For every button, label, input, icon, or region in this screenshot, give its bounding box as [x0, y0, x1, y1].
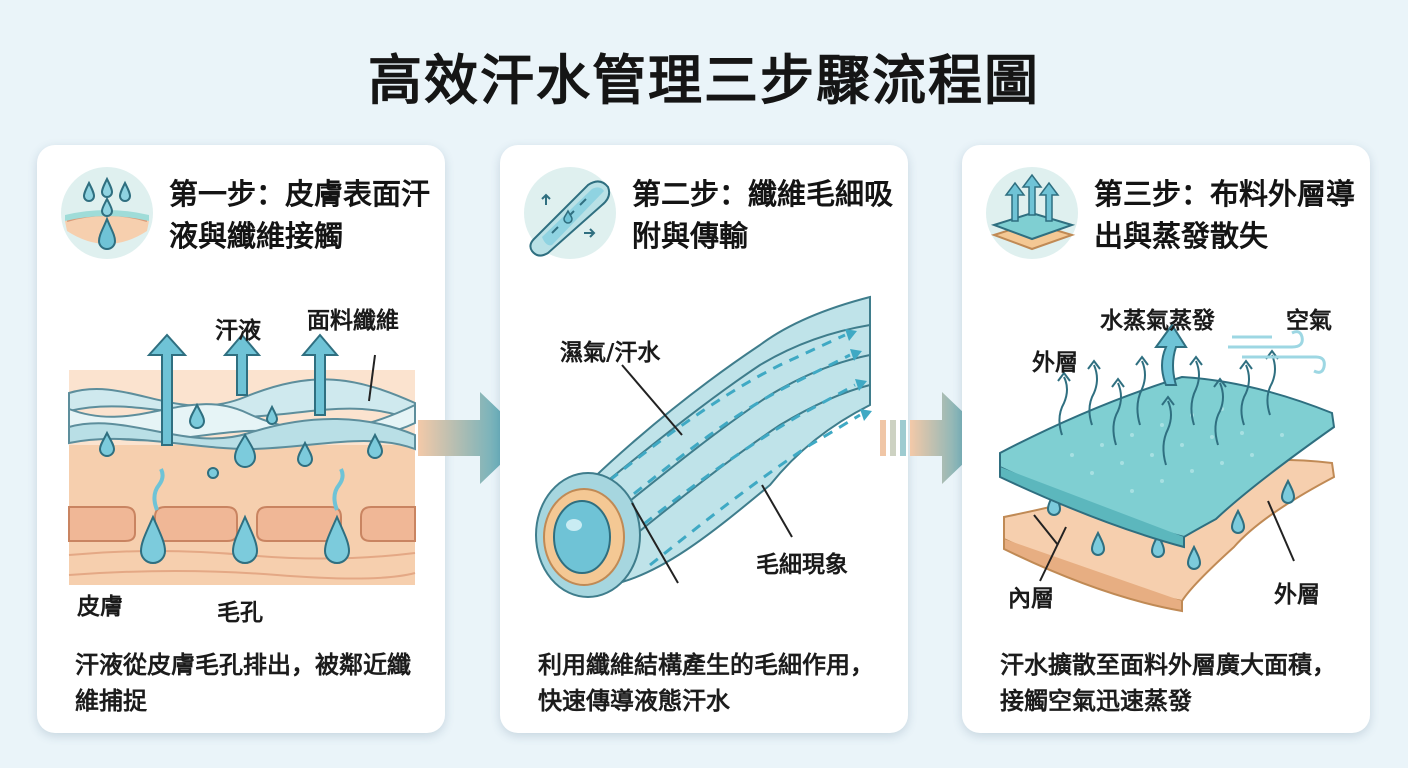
skin-sweat-illustration: [37, 285, 445, 625]
step-2-card: 第二步：纖維毛細吸附與傳輸: [500, 145, 908, 733]
fiber-tube-icon: [522, 165, 618, 261]
evaporation-label: 水蒸氣蒸發: [1100, 308, 1215, 334]
moisture-label: 濕氣/汗水: [560, 340, 661, 366]
sweat-label: 汗液: [215, 318, 261, 344]
step-1-heading: 第一步：皮膚表面汗液與纖維接觸: [169, 177, 431, 253]
step-3-heading: 第三步：布料外層導出與蒸發散失: [1094, 177, 1356, 253]
step-2-description: 利用纖維結構產生的毛細作用，快速傳導液態汗水: [538, 651, 874, 715]
step-3-card: 第三步：布料外層導出與蒸發散失: [962, 145, 1370, 733]
page-title: 高效汗水管理三步驟流程圖: [368, 49, 1040, 112]
step-2-pointer-lines: [621, 364, 793, 538]
air-label: 空氣: [1286, 308, 1332, 334]
step-3-pointer-lines: [1039, 500, 1295, 582]
fabric-fiber-label: 面料纖維: [307, 308, 399, 334]
capillary-label: 毛細現象: [756, 552, 848, 578]
evaporation-layers-illustration: [962, 285, 1370, 625]
step-2-heading: 第二步：纖維毛細吸附與傳輸: [632, 177, 894, 253]
pore-label: 毛孔: [217, 600, 263, 626]
evaporation-layers-icon: [984, 165, 1080, 261]
outer-layer-bottom-label: 外層: [1274, 582, 1320, 608]
step-3-description: 汗水擴散至面料外層廣大面積，接觸空氣迅速蒸發: [1000, 651, 1336, 715]
capillary-fiber-illustration: [500, 285, 908, 625]
inner-layer-label: 內層: [1008, 586, 1054, 612]
step-1-card: 第一步：皮膚表面汗液與纖維接觸: [37, 145, 445, 733]
sweat-droplets-icon: [59, 165, 155, 261]
step-arrow-2-icon: [880, 388, 992, 488]
step-1-description: 汗液從皮膚毛孔排出，被鄰近纖維捕捉: [75, 651, 411, 715]
skin-label: 皮膚: [77, 594, 123, 620]
outer-layer-top-label: 外層: [1032, 350, 1078, 376]
